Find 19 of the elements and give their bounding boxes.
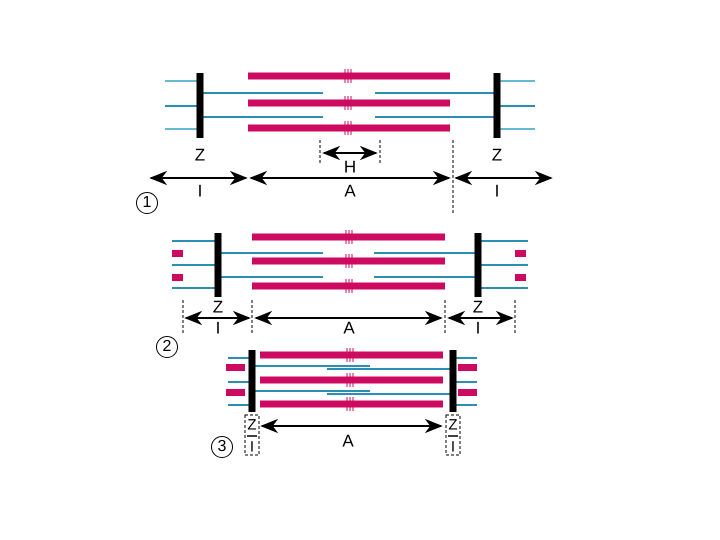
a-band-label: A bbox=[344, 182, 356, 200]
z-line-label: Z bbox=[448, 418, 458, 432]
z-line-label: Z bbox=[194, 146, 206, 164]
i-band-label: I bbox=[250, 440, 254, 454]
i-band-label: I bbox=[198, 182, 202, 200]
i-band-label: I bbox=[494, 182, 500, 200]
z-line-label: Z bbox=[247, 418, 257, 432]
i-band-label: I bbox=[450, 440, 456, 454]
z-line-label: Z bbox=[472, 298, 484, 316]
h-zone-label: H bbox=[344, 158, 356, 176]
a-band-label: A bbox=[343, 320, 355, 336]
callout-number: 3 bbox=[211, 436, 233, 458]
z-line-label: Z bbox=[212, 298, 224, 316]
z-line-label: Z bbox=[492, 146, 502, 164]
a-band-label: A bbox=[342, 432, 354, 450]
i-band-label: I bbox=[216, 320, 220, 336]
i-band-label: I bbox=[476, 320, 480, 336]
callout-number: 1 bbox=[136, 192, 158, 214]
callout-number: 2 bbox=[156, 336, 178, 358]
